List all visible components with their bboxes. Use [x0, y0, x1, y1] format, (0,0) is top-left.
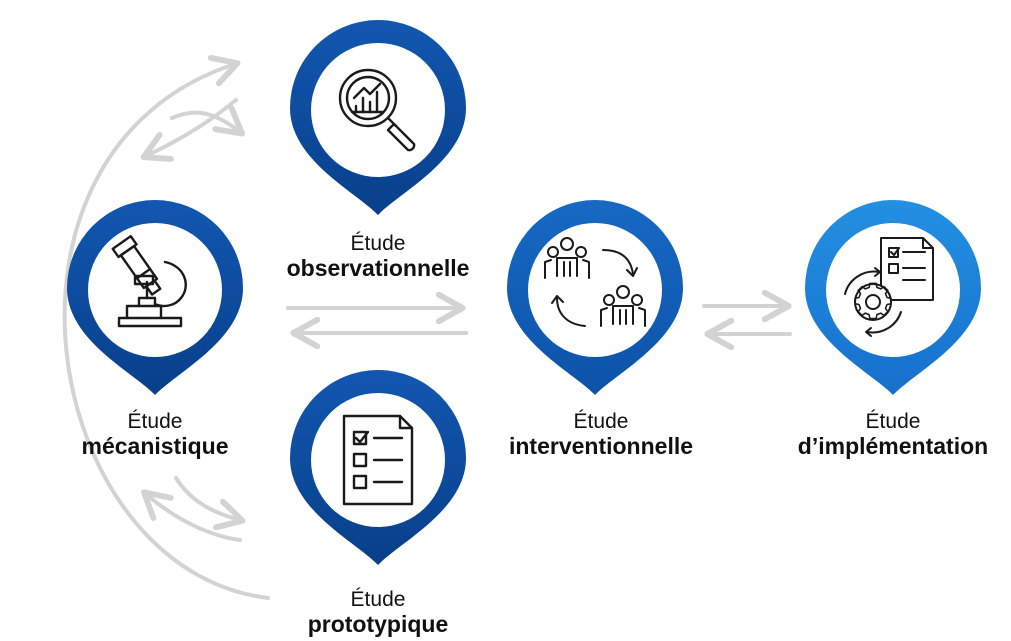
label-name: prototypique: [307, 610, 449, 637]
label-prefix: Étude: [127, 410, 183, 433]
label-name: observationnelle: [286, 254, 470, 281]
pin-implementation: [805, 200, 981, 395]
label-name: mécanistique: [81, 432, 229, 459]
label-prototypique: Étude prototypique: [308, 588, 449, 637]
label-observationnelle: Étude observationnelle: [287, 232, 470, 281]
label-prefix: Étude: [350, 588, 406, 611]
proto-to-mec-arrow: [146, 494, 242, 542]
mec-to-proto-arrow: [174, 476, 240, 520]
label-prefix: Étude: [573, 410, 629, 433]
document-gear-icon: [844, 237, 934, 337]
magnifier-chart-icon: [338, 68, 416, 152]
pin-mecanistique: [67, 200, 243, 395]
pin-interventionnelle: [507, 200, 683, 395]
checklist-icon: [342, 414, 414, 506]
label-prefix: Étude: [350, 232, 406, 255]
label-interventionnelle: Étude interventionnelle: [509, 410, 693, 459]
label-name: d’implémentation: [797, 432, 989, 459]
pin-observationnelle: [290, 20, 466, 215]
group-cycle-icon: [544, 237, 646, 327]
outer-arc-arrow: [62, 64, 270, 600]
mec-to-obs-arrow: [170, 113, 240, 132]
obs-to-mec-arrow: [146, 98, 238, 156]
label-name: interventionnelle: [508, 432, 694, 459]
connector-arrows: [62, 64, 792, 600]
pin-prototypique: [290, 370, 466, 565]
label-prefix: Étude: [865, 410, 921, 433]
label-implementation: Étude d’implémentation: [798, 410, 988, 459]
microscope-icon: [111, 234, 187, 328]
label-mecanistique: Étude mécanistique: [82, 410, 229, 459]
